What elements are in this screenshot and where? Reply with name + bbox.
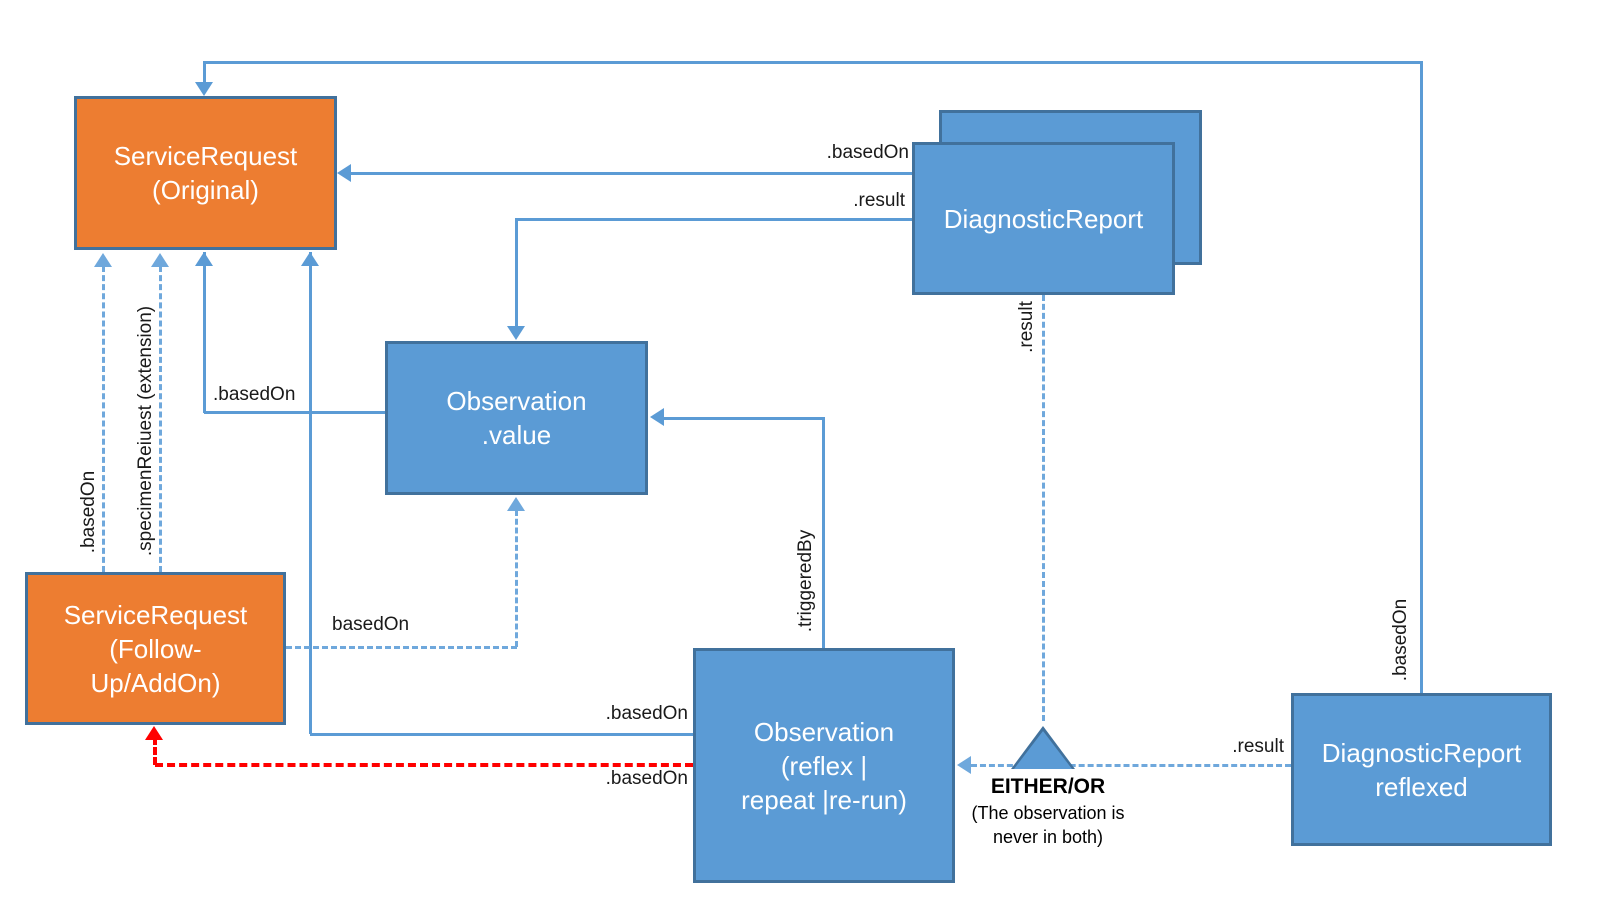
edge-dr-result-dash-v-line: [1042, 295, 1045, 721]
edge-followup-basedon-dash-line: [102, 266, 105, 572]
edge-label-obsreflex-basedon: .basedOn: [605, 703, 688, 724]
edge-label-followup-basedon: .basedOn: [78, 470, 99, 554]
edge-followup-obsvalue-v-dash-line: [515, 510, 518, 647]
arrowhead-into-sr-original-top: [195, 82, 213, 96]
edge-triggeredby-v-line: [822, 417, 825, 648]
edge-dr-basedon-line: [349, 172, 912, 175]
edge-followup-obsvalue-h-dash-line: [286, 646, 517, 649]
edge-label-red-basedon: .basedOn: [605, 768, 688, 789]
arrowhead-into-obsreflex-right: [957, 756, 971, 774]
edge-dr-result-h-line: [515, 218, 912, 221]
edge-red-basedon-v-line: [153, 737, 157, 765]
arrowhead-into-sr-original-bottom-4: [151, 253, 169, 267]
either-or-note-line1: (The observation is: [971, 803, 1125, 823]
node-label: DiagnosticReport: [943, 203, 1144, 234]
edge-obsreflex-basedon-h-line: [310, 733, 694, 736]
edge-label-obsvalue-basedon: .basedOn: [213, 384, 296, 405]
arrowhead-into-obsvalue-right: [650, 408, 664, 426]
node-label: .value: [481, 420, 552, 450]
node-observation-value: Observation .value: [385, 341, 648, 495]
node-label: DiagnosticReport: [1321, 737, 1522, 768]
edge-followup-specimen-dash-line: [159, 266, 162, 572]
node-label: (Original): [152, 175, 259, 205]
edge-reflexed-to-sr-top-line: [203, 61, 1423, 64]
node-service-request-original: ServiceRequest (Original): [74, 96, 337, 250]
edge-obsvalue-basedon-h-line: [204, 411, 386, 414]
node-label: (reflex |: [780, 750, 868, 781]
node-label: Observation: [753, 716, 895, 747]
node-label: Observation: [446, 386, 587, 416]
arrowhead-into-sr-original-bottom-2: [301, 252, 319, 266]
node-service-request-followup: ServiceRequest (Follow- Up/AddOn): [25, 572, 286, 725]
edge-label-followup-obsvalue-basedon: basedOn: [332, 614, 410, 635]
edge-label-dr-basedon: .basedOn: [826, 142, 909, 163]
node-label: reflexed: [1375, 771, 1468, 802]
node-label: Up/AddOn): [90, 667, 221, 698]
node-observation-reflex: Observation (reflex | repeat |re-run): [693, 648, 955, 883]
node-label: ServiceRequest: [63, 599, 248, 630]
node-label: (Follow-: [109, 633, 202, 664]
edge-reflexed-to-sr-vertical-line: [1420, 61, 1423, 693]
edge-label-triggeredby: .triggeredBy: [795, 529, 816, 633]
either-or-annotation: EITHER/OR (The observation is never in b…: [948, 773, 1148, 849]
either-or-triangle: [1014, 731, 1072, 769]
arrowhead-into-obsvalue-bottom: [507, 497, 525, 511]
edge-label-dr-result-vertical: .result: [1016, 301, 1037, 353]
arrowhead-into-followup-bottom: [145, 726, 163, 740]
edge-reflexed-to-sr-stub-line: [203, 61, 206, 84]
edge-red-basedon-h-line: [155, 763, 693, 767]
edge-label-followup-specimen: .specimenReiuest (extension): [135, 305, 156, 557]
node-label: repeat |re-run): [741, 784, 907, 815]
node-label: ServiceRequest: [113, 141, 298, 171]
node-diagnostic-report-reflexed: DiagnosticReport reflexed: [1291, 693, 1552, 846]
either-or-note-line2: never in both): [992, 827, 1104, 847]
edge-label-reflexed-basedon: .basedOn: [1390, 598, 1411, 682]
arrowhead-into-obsvalue-top: [507, 326, 525, 340]
arrowhead-into-sr-original-right: [337, 164, 351, 182]
edge-triggeredby-h-line: [664, 417, 824, 420]
edge-reflexed-result-dash-line: [971, 764, 1291, 767]
arrowhead-into-sr-original-bottom-1: [195, 252, 213, 266]
edge-label-dr-result: .result: [853, 190, 905, 211]
node-diagnostic-report: DiagnosticReport: [912, 142, 1175, 295]
edge-dr-result-v-line: [515, 218, 518, 328]
edge-obsreflex-basedon-v-line: [309, 252, 312, 734]
edge-label-reflexed-result: .result: [1232, 736, 1284, 757]
arrowhead-into-sr-original-bottom-3: [94, 253, 112, 267]
either-or-title: EITHER/OR: [990, 775, 1106, 798]
edge-obsvalue-basedon-v-line: [203, 252, 206, 413]
